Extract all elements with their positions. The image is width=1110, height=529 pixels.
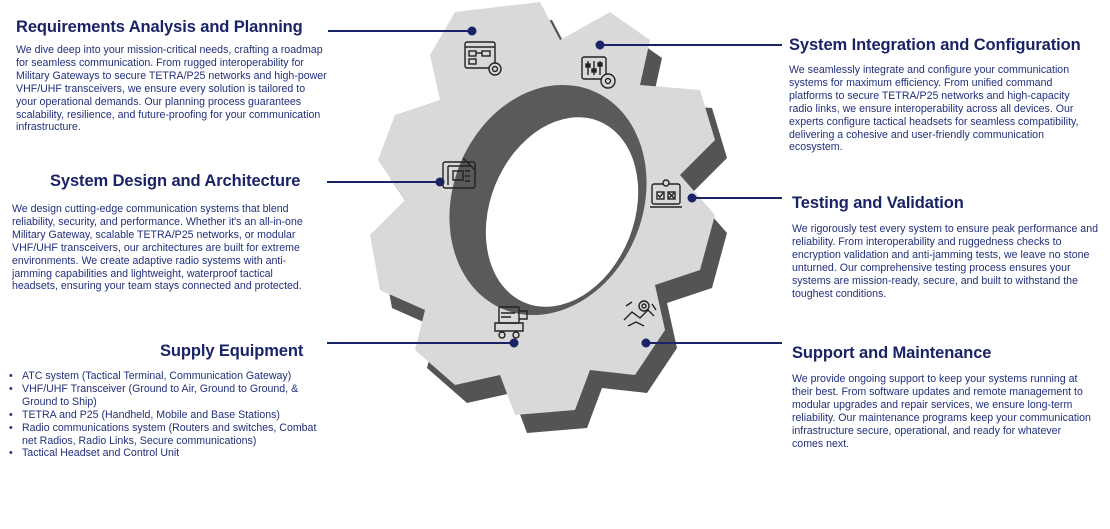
connector-dot-integration bbox=[595, 40, 605, 50]
design-title: System Design and Architecture bbox=[50, 172, 301, 190]
settings-sliders-icon bbox=[581, 56, 616, 89]
support-text: We provide ongoing support to keep your … bbox=[792, 373, 1091, 450]
list-item: Radio communications system (Routers and… bbox=[9, 422, 322, 448]
workflow-icon bbox=[464, 41, 502, 76]
design-text: We design cutting-edge communication sys… bbox=[12, 203, 303, 293]
supply-list: ATC system (Tactical Terminal, Communica… bbox=[8, 370, 322, 460]
list-item: TETRA and P25 (Handheld, Mobile and Base… bbox=[9, 409, 322, 422]
testing-text: We rigorously test every system to ensur… bbox=[792, 223, 1098, 300]
laptop-checklist-icon bbox=[650, 179, 682, 208]
connector-dot-support bbox=[641, 338, 651, 348]
connector-dot-design bbox=[435, 177, 445, 187]
connector-dot-testing bbox=[687, 193, 697, 203]
gear-hole bbox=[485, 117, 639, 307]
list-item: VHF/UHF Transceiver (Ground to Air, Grou… bbox=[9, 383, 322, 409]
requirements-title: Requirements Analysis and Planning bbox=[16, 18, 303, 36]
list-item: ATC system (Tactical Terminal, Communica… bbox=[9, 370, 322, 383]
integration-title: System Integration and Configuration bbox=[789, 36, 1081, 54]
supply-title: Supply Equipment bbox=[160, 342, 304, 360]
handshake-gear-icon bbox=[623, 300, 657, 327]
supply-truck-icon bbox=[494, 306, 528, 339]
blueprint-icon bbox=[442, 157, 476, 189]
connector-dot-supply bbox=[509, 338, 519, 348]
connector-dot-requirements bbox=[467, 26, 477, 36]
support-title: Support and Maintenance bbox=[792, 344, 992, 362]
testing-title: Testing and Validation bbox=[792, 194, 964, 212]
integration-text: We seamlessly integrate and configure yo… bbox=[789, 64, 1079, 154]
list-item: Tactical Headset and Control Unit bbox=[9, 447, 322, 460]
requirements-text: We dive deep into your mission-critical … bbox=[16, 44, 327, 134]
